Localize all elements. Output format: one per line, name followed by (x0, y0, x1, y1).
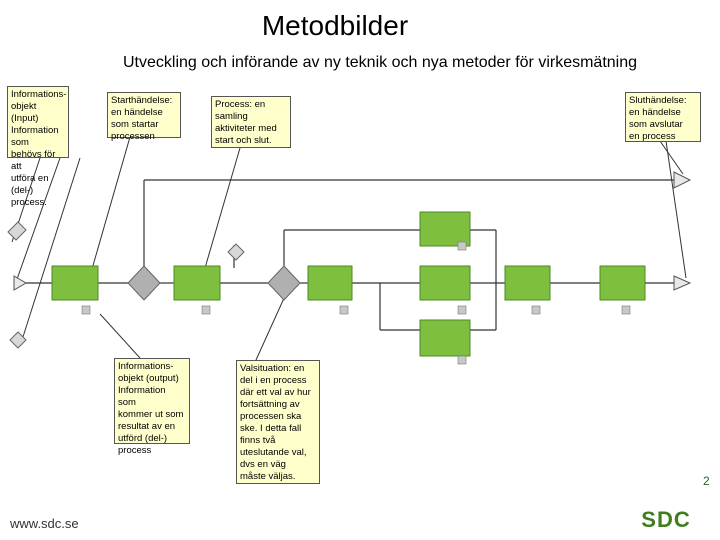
gateway-icon-2 (267, 265, 301, 301)
callout-pointers (11, 136, 687, 361)
page-number: 2 (703, 474, 710, 488)
activity-boxes (51, 211, 646, 357)
info-object-icon-2 (9, 331, 27, 349)
page-title: Metodbilder (261, 10, 409, 41)
end-event-icon-main (673, 275, 692, 291)
callout-gateway: Valsituation: en del i en process där et… (236, 360, 320, 484)
footer-url[interactable]: www.sdc.se (10, 516, 79, 531)
logo-text: SDC (641, 507, 690, 532)
gateway-icon-1 (127, 265, 161, 301)
sdc-logo: SDC (636, 506, 696, 532)
end-event-icon-top (673, 171, 692, 189)
callout-info-output: Informations- objekt (output) Informatio… (114, 358, 190, 456)
subprocess-markers (81, 241, 631, 365)
page-subtitle: Utveckling och införande av ny teknik oc… (122, 54, 638, 71)
info-object-icon-3 (227, 243, 245, 261)
callout-end-event: Sluthändelse: en händelse som avslutar e… (625, 92, 701, 142)
callout-info-input: Informations- objekt (Input) Information… (7, 86, 69, 208)
info-object-icon-1 (7, 221, 27, 241)
callout-process: Process: en samling aktiviteter med star… (211, 96, 291, 148)
start-event-icon (13, 275, 27, 291)
callout-start-event: Starthändelse: en händelse som startar p… (107, 92, 181, 142)
flow-lines (24, 179, 675, 331)
